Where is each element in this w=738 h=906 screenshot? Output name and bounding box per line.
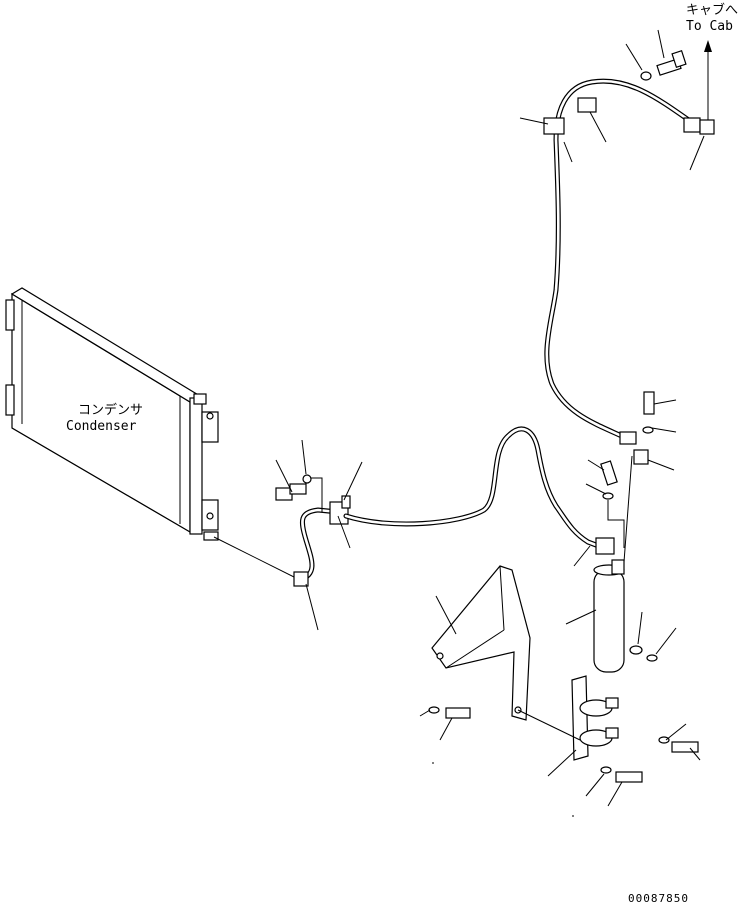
main-refrigerant-hose — [343, 426, 615, 555]
upper-bolt — [640, 50, 687, 81]
cab-hose — [543, 40, 715, 445]
leader-lines — [275, 29, 705, 817]
drier-bracket — [571, 645, 699, 783]
condenser-label-jp: コンデンサ — [78, 402, 143, 418]
condenser-outlet-hose — [213, 507, 341, 587]
condenser — [5, 287, 219, 541]
mounting-bracket — [428, 565, 581, 741]
to-cab-label-en: To Cab — [686, 19, 733, 34]
to-cab-label-jp: キャブへ — [686, 2, 738, 18]
clamp-assembly-1 — [275, 474, 351, 525]
condenser-label-en: Condenser — [66, 419, 137, 434]
drawing-number: 00087850 — [628, 892, 689, 905]
receiver-drier — [593, 391, 655, 673]
